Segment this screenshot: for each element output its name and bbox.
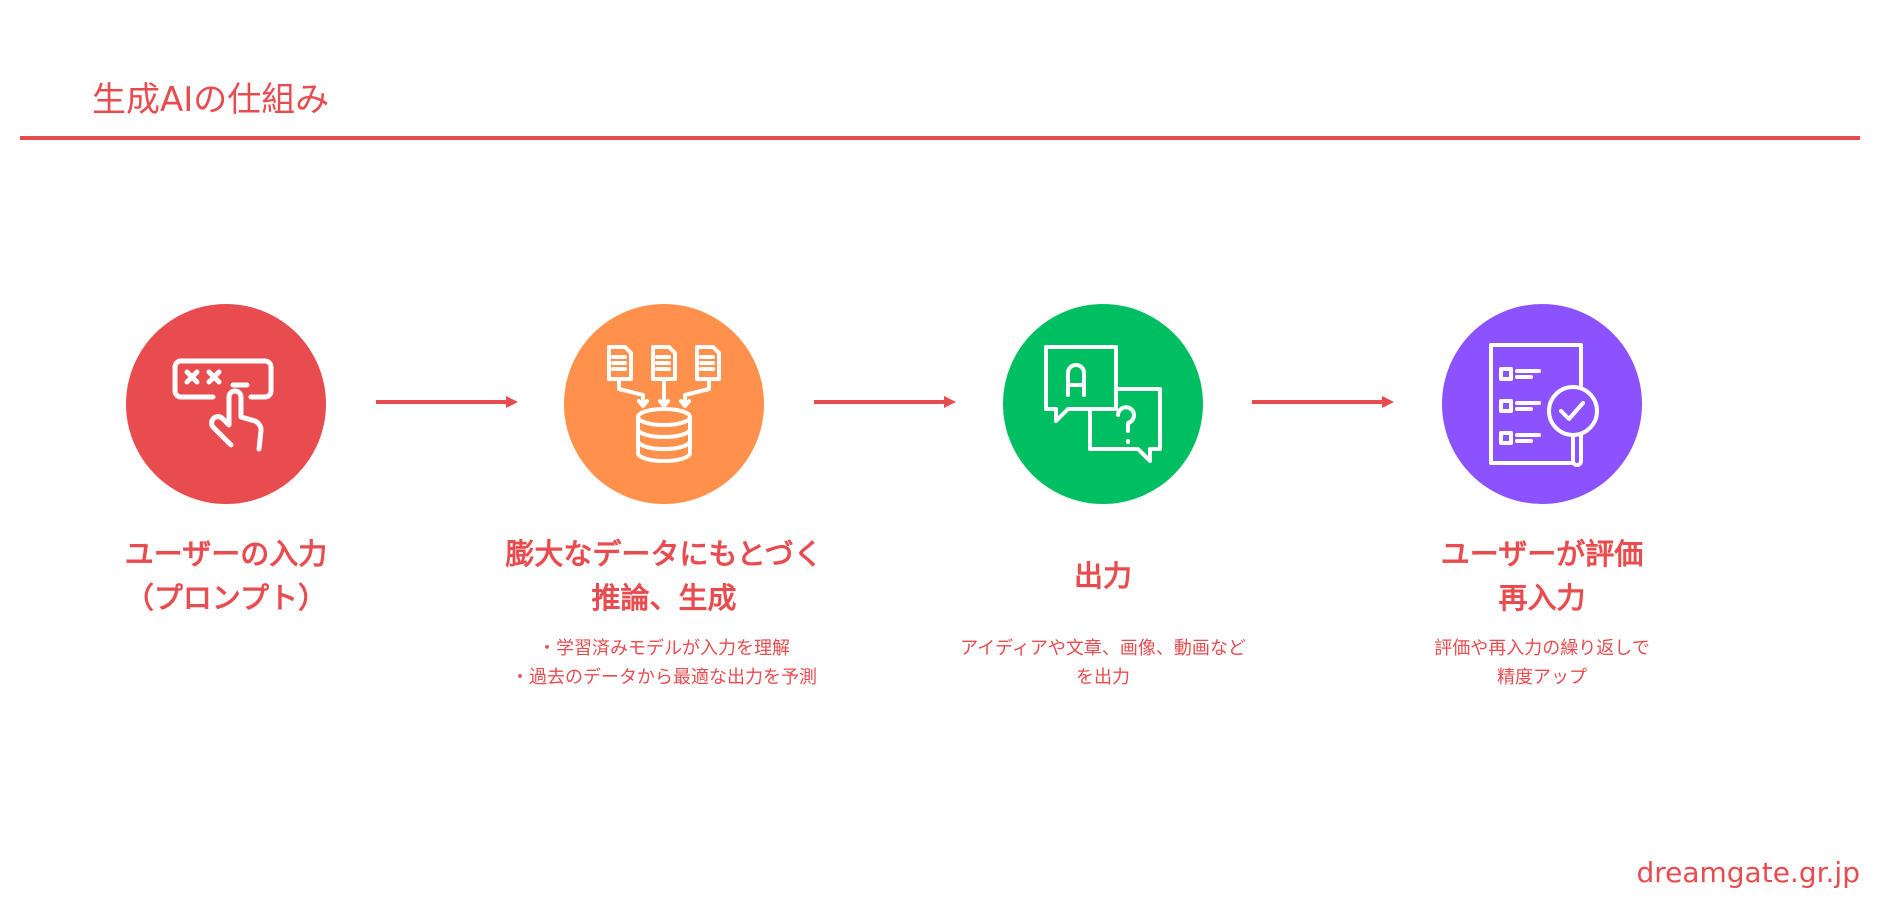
step-heading: 膨大なデータにもとづく 推論、生成 [444, 532, 884, 620]
step-description: 評価や再入力の繰り返しで 精度アップ [1322, 634, 1762, 692]
checklist-magnifier-icon [1489, 343, 1599, 467]
step-circle [126, 304, 326, 504]
step-evaluation: ユーザーが評価 再入力 評価や再入力の繰り返しで 精度アップ [1322, 304, 1762, 692]
documents-database-icon [607, 345, 721, 463]
desc-line: アイディアや文章、画像、動画など [960, 638, 1246, 659]
arrow-right-icon [376, 396, 518, 408]
arrow-right-icon [1252, 396, 1394, 408]
step-inference: 膨大なデータにもとづく 推論、生成 ・学習済みモデルが入力を理解 ・過去のデータ… [444, 304, 884, 692]
site-credit: dreamgate.gr.jp [1636, 856, 1860, 889]
step-heading: ユーザーが評価 再入力 [1322, 532, 1762, 620]
heading-line: （プロンプト） [124, 581, 328, 615]
step-circle [1003, 304, 1203, 504]
step-circle [564, 304, 764, 504]
typing-hand-icon [172, 358, 274, 452]
desc-line: ・学習済みモデルが入力を理解 [538, 638, 790, 659]
title-divider [20, 136, 1860, 140]
chat-bubbles-icon [1044, 345, 1162, 463]
step-heading: 出力 [883, 532, 1323, 620]
heading-line: ユーザーの入力 [124, 537, 328, 571]
step-heading: ユーザーの入力 （プロンプト） [6, 532, 446, 620]
heading-line: 膨大なデータにもとづく [505, 537, 823, 571]
desc-line: ・過去のデータから最適な出力を予測 [511, 667, 817, 688]
step-user-input: ユーザーの入力 （プロンプト） [6, 304, 446, 620]
heading-line: ユーザーが評価 [1440, 537, 1644, 571]
arrow-right-icon [814, 396, 956, 408]
step-description: ・学習済みモデルが入力を理解 ・過去のデータから最適な出力を予測 [444, 634, 884, 692]
page-title: 生成AIの仕組み [92, 80, 330, 120]
heading-line: 推論、生成 [591, 581, 737, 615]
heading-line: 再入力 [1498, 581, 1586, 615]
step-circle [1442, 304, 1642, 504]
step-description: アイディアや文章、画像、動画など を出力 [883, 634, 1323, 692]
desc-line: 精度アップ [1497, 667, 1587, 688]
heading-line: 出力 [1073, 559, 1132, 593]
desc-line: 評価や再入力の繰り返しで [1434, 638, 1650, 659]
desc-line: を出力 [1076, 667, 1130, 688]
step-output: 出力 アイディアや文章、画像、動画など を出力 [883, 304, 1323, 692]
